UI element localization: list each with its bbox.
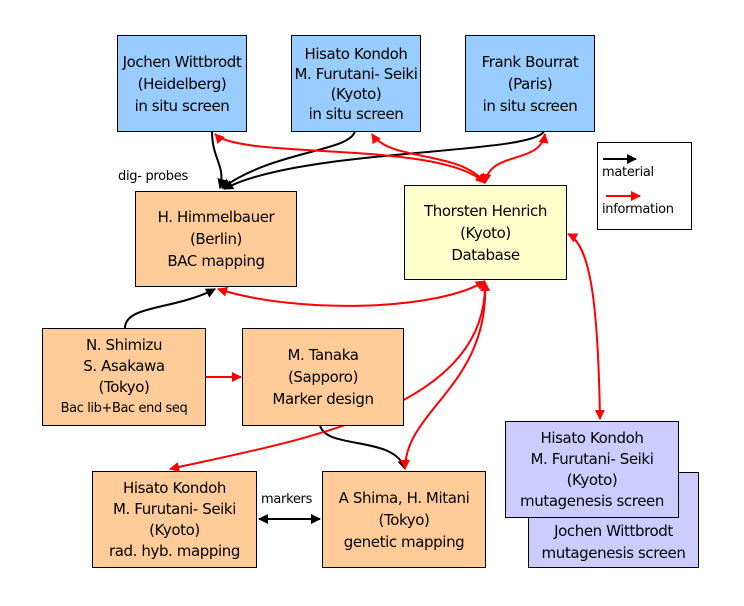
legend-arrows [603, 154, 641, 201]
node-line: M. Tanaka [287, 346, 359, 364]
node-line: Marker design [272, 390, 374, 408]
node-line: BAC mapping [167, 252, 265, 270]
node-himmelbauer: H. Himmelbauer (Berlin) BAC mapping [135, 191, 297, 287]
node-shimizu: N. Shimizu S. Asakawa (Tokyo) Bac lib+Ba… [42, 328, 206, 426]
node-kondoh-insitu: Hisato Kondoh M. Furutani- Seiki (Kyoto)… [291, 35, 421, 132]
node-line: (Kyoto) [149, 520, 200, 539]
node-line: H. Himmelbauer [157, 208, 275, 226]
arrow-bourrat-to-himmelbauer [223, 130, 545, 190]
info-bourrat-database [481, 133, 549, 184]
node-line: rad. hyb. mapping [108, 541, 241, 560]
node-line: in situ screen [482, 96, 578, 115]
node-line: in situ screen [134, 96, 230, 115]
node-line: M. Furutani- Seiki [113, 499, 236, 518]
node-line: (Kyoto) [330, 84, 382, 103]
node-line: (Kyoto) [566, 470, 618, 489]
node-shima: A Shima, H. Mitani (Tokyo) genetic mappi… [322, 471, 486, 568]
node-line: mutagenesis screen [541, 544, 686, 562]
node-line: (Paris) [507, 74, 553, 93]
node-line: (Tokyo) [98, 378, 150, 396]
node-henrich-database: Thorsten Henrich (Kyoto) Database [404, 185, 567, 280]
node-line: Jochen Wittbrodt [122, 52, 242, 71]
arrow-kondoh-to-himmelbauer [221, 130, 356, 189]
edge-label-markers: markers [261, 492, 313, 507]
node-line: Hisato Kondoh [122, 478, 227, 497]
node-line: (Heidelberg) [137, 74, 227, 93]
node-line: N. Shimizu [85, 336, 163, 354]
info-wittbrodt-database [214, 133, 486, 184]
arrow-shimizu-to-himmelbauer [124, 288, 216, 329]
node-kondoh-mutagenesis: Hisato Kondoh M. Furutani- Seiki (Kyoto)… [505, 421, 679, 518]
node-line: M. Furutani- Seiki [530, 449, 654, 468]
arrow-tanaka-to-shima [319, 424, 408, 470]
node-line: A Shima, H. Mitani [338, 488, 470, 507]
node-line: Bac lib+Bac end seq [60, 401, 188, 416]
node-wittbrodt-insitu: Jochen Wittbrodt (Heidelberg) in situ sc… [117, 35, 247, 132]
legend: material information [597, 142, 692, 230]
node-line: (Sapporo) [287, 368, 359, 386]
info-kondoh-database [371, 133, 486, 184]
node-line: genetic mapping [343, 532, 465, 551]
node-line: mutagenesis screen [520, 491, 664, 510]
arrow-wittbrodt-to-himmelbauer [211, 130, 228, 189]
edge-label-dig-probes: dig- probes [118, 169, 188, 184]
node-line: M. Furutani- Seiki [294, 64, 418, 83]
node-line: in situ screen [308, 104, 404, 123]
node-line: S. Asakawa [83, 357, 165, 375]
node-line: (Kyoto) [460, 223, 511, 242]
node-line: (Berlin) [189, 230, 243, 248]
node-line: Hisato Kondoh [304, 44, 408, 63]
info-database-mutagenesis [567, 233, 605, 420]
legend-material-label: material [602, 165, 654, 180]
legend-information-label: information [602, 202, 674, 217]
info-database-to-shima [400, 281, 487, 470]
node-bourrat: Frank Bourrat (Paris) in situ screen [465, 35, 595, 132]
node-line: Thorsten Henrich [424, 201, 547, 220]
node-kondoh-radhyb: Hisato Kondoh M. Furutani- Seiki (Kyoto)… [92, 471, 257, 568]
node-line: Jochen Wittbrodt [554, 522, 673, 540]
node-line: Database [451, 245, 520, 264]
node-line: Hisato Kondoh [540, 428, 644, 447]
node-tanaka: M. Tanaka (Sapporo) Marker design [242, 328, 404, 426]
node-line: (Tokyo) [378, 510, 430, 529]
node-line: Frank Bourrat [481, 52, 579, 71]
